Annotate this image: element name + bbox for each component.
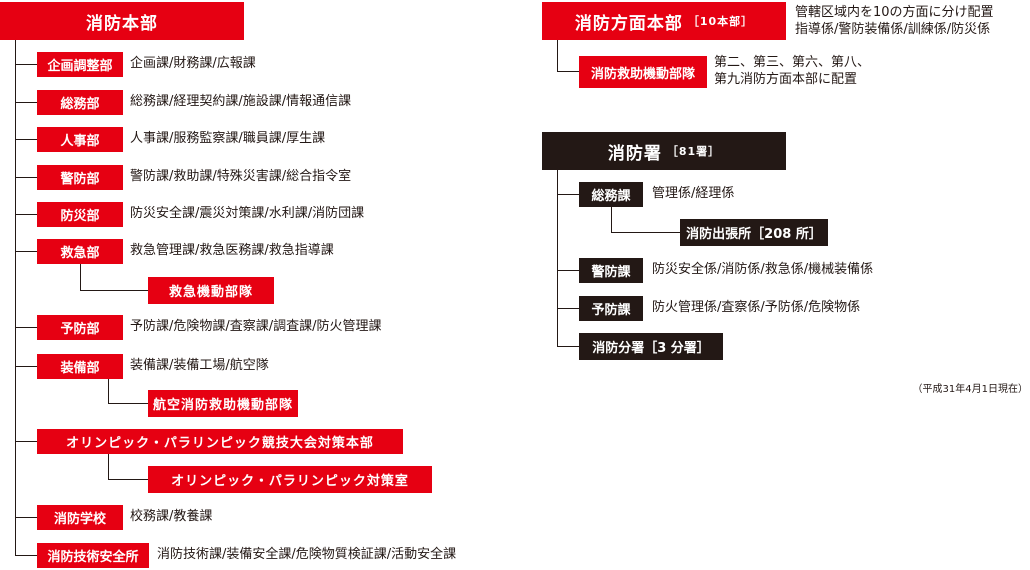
sub-connector [108, 479, 148, 480]
station-yobo: 予防課 [579, 296, 643, 321]
station-trunk-line [557, 170, 558, 347]
sub-olympic-office: オリンピック・パラリンピック対策室 [148, 466, 432, 493]
district-connector [557, 40, 558, 72]
district-hq-title: 消防方面本部 [574, 13, 683, 34]
connector [557, 194, 579, 195]
dept-kikaku-desc: 企画課/財務課/広報課 [130, 56, 256, 71]
dept-kikaku: 企画調整部 [37, 52, 123, 77]
dept-bosai-desc: 防災安全課/震災対策課/水利課/消防団課 [130, 206, 365, 221]
hq-title: 消防本部 [86, 13, 158, 34]
dept-jinji: 人事部 [37, 127, 123, 152]
hq-title-box: 消防本部 [0, 2, 244, 40]
dept-gijutsu: 消防技術安全所 [37, 543, 149, 568]
connector [15, 177, 37, 178]
sub-connector [108, 403, 148, 404]
dept-gakko-desc: 校務課/教養課 [130, 509, 213, 524]
station-branch-office: 消防出張所［208 所］ [680, 219, 828, 246]
dept-kyukyu-desc: 救急管理課/救急医務課/救急指導課 [130, 243, 334, 258]
dept-olympic-hq: オリンピック・パラリンピック競技大会対策本部 [37, 429, 403, 454]
dept-somu: 総務部 [37, 90, 123, 115]
connector [557, 270, 579, 271]
dept-bosai: 防災部 [37, 202, 123, 227]
sub-connector [611, 232, 680, 233]
dept-keibo-desc: 警防課/救助課/特殊災害課/総合指令室 [130, 169, 352, 184]
sub-connector [80, 264, 81, 291]
district-hq-box: 消防方面本部 ［10本部］ [542, 2, 786, 40]
district-desc-line2: 指導係/警防装備係/訓練係/防災係 [795, 22, 991, 37]
dept-gijutsu-desc: 消防技術課/装備安全課/危険物質検証課/活動安全課 [157, 547, 457, 562]
dept-gakko: 消防学校 [37, 505, 123, 530]
district-desc-line1: 管轄区域内を10の方面に分け配置 [795, 5, 994, 20]
dept-sobi: 装備部 [37, 354, 123, 379]
connector [15, 139, 37, 140]
connector [15, 64, 37, 65]
station-count: ［81署］ [666, 145, 721, 158]
dept-yobo: 予防部 [37, 315, 123, 340]
connector [15, 366, 37, 367]
station-title: 消防署 [607, 143, 662, 164]
district-rescue-desc-line1: 第二、第三、第六、第八、 [714, 55, 871, 70]
connector [15, 441, 37, 442]
connector [557, 346, 579, 347]
sub-connector [611, 207, 612, 233]
sub-connector [80, 290, 148, 291]
station-somu: 総務課 [579, 182, 643, 207]
connector [15, 251, 37, 252]
district-rescue-desc-line2: 第九消防方面本部に配置 [714, 72, 858, 87]
district-rescue-unit: 消防救助機動部隊 [579, 56, 707, 88]
station-branch-station: 消防分署［3 分署］ [579, 333, 723, 360]
station-somu-desc: 管理係/経理係 [652, 186, 735, 201]
connector [15, 555, 37, 556]
dept-kyukyu: 救急部 [37, 239, 123, 264]
connector [557, 308, 579, 309]
station-keibo-desc: 防災安全係/消防係/救急係/機械装備係 [652, 262, 874, 277]
sub-connector [108, 454, 109, 480]
district-connector [557, 71, 579, 72]
sub-connector [108, 379, 109, 404]
connector [15, 214, 37, 215]
as-of-date-note: （平成31年4月1日現在） [912, 384, 1028, 395]
connector [15, 517, 37, 518]
sub-air-rescue-unit: 航空消防救助機動部隊 [148, 390, 298, 417]
district-hq-count: ［10本部］ [687, 15, 754, 28]
station-box: 消防署 ［81署］ [542, 132, 786, 170]
connector [15, 102, 37, 103]
hq-trunk-line [15, 40, 16, 556]
dept-jinji-desc: 人事課/服務監察課/職員課/厚生課 [130, 131, 326, 146]
sub-ems-unit: 救急機動部隊 [148, 277, 274, 304]
station-yobo-desc: 防火管理係/査察係/予防係/危険物係 [652, 300, 861, 315]
dept-sobi-desc: 装備課/装備工場/航空隊 [130, 358, 269, 373]
connector [15, 327, 37, 328]
dept-somu-desc: 総務課/経理契約課/施設課/情報通信課 [130, 94, 352, 109]
dept-yobo-desc: 予防課/危険物課/査察課/調査課/防火管理課 [130, 319, 382, 334]
station-keibo: 警防課 [579, 258, 643, 283]
dept-keibo: 警防部 [37, 165, 123, 190]
